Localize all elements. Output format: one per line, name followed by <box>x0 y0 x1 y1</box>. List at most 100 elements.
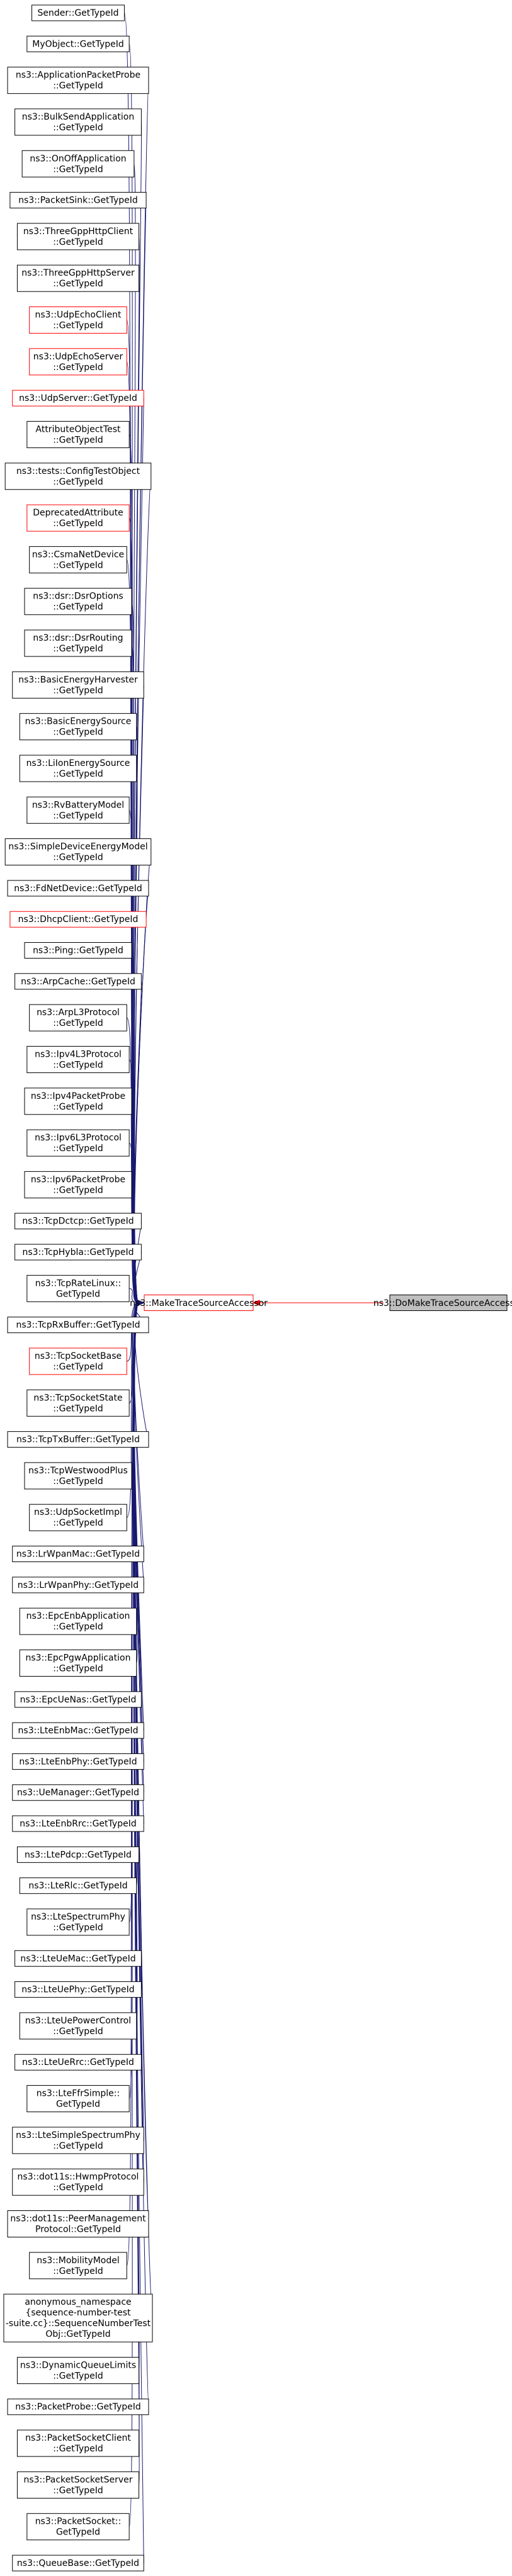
caller-node[interactable]: ns3::SimpleDeviceEnergyModel::GetTypeId <box>4 838 152 866</box>
caller-node-label: ::GetTypeId <box>53 321 103 331</box>
caller-node[interactable]: ns3::LiIonEnergySource::GetTypeId <box>19 755 137 782</box>
caller-node[interactable]: ns3::LteSimpleSpectrumPhy::GetTypeId <box>12 2127 144 2154</box>
caller-node[interactable]: ns3::PacketSink::GetTypeId <box>9 192 147 209</box>
caller-node[interactable]: ns3::TcpWestwoodPlus::GetTypeId <box>24 1462 132 1490</box>
caller-node[interactable]: ns3::LteFfrSimple::GetTypeId <box>26 2085 130 2113</box>
caller-node-box <box>26 1129 130 1157</box>
caller-node-label: ::GetTypeId <box>53 2444 103 2454</box>
caller-node[interactable]: ns3::Ipv6L3Protocol::GetTypeId <box>26 1129 130 1157</box>
caller-node[interactable]: Sender::GetTypeId <box>31 4 125 21</box>
caller-node[interactable]: ns3::UdpEchoClient::GetTypeId <box>29 307 127 334</box>
caller-node-label: ::GetTypeId <box>53 2027 103 2037</box>
caller-node[interactable]: ns3::LteEnbRrc::GetTypeId <box>12 1815 144 1832</box>
caller-node[interactable]: ns3::LteUeMac::GetTypeId <box>14 1950 142 1967</box>
caller-node[interactable]: ns3::PacketProbe::GetTypeId <box>7 2399 149 2416</box>
caller-node[interactable]: ns3::TcpRxBuffer::GetTypeId <box>7 1317 149 1334</box>
caller-node[interactable]: ns3::EpcEnbApplication::GetTypeId <box>19 1607 137 1635</box>
target-node[interactable]: ns3::DoMakeTraceSourceAccessor <box>373 1295 512 1311</box>
caller-node-label: ns3::QueueBase::GetTypeId <box>17 2558 139 2568</box>
caller-node[interactable]: ns3::CsmaNetDevice::GetTypeId <box>29 546 127 573</box>
caller-node-label: GetTypeId <box>56 1289 100 1299</box>
caller-node[interactable]: ns3::LteRlc::GetTypeId <box>19 1877 137 1894</box>
caller-node-label: ::GetTypeId <box>53 1185 103 1195</box>
caller-node-box <box>19 1649 137 1677</box>
caller-node[interactable]: ns3::LtePdcp::GetTypeId <box>16 1846 140 1863</box>
caller-node-label: ::GetTypeId <box>53 728 103 738</box>
caller-node[interactable]: ns3::RvBatteryModel::GetTypeId <box>26 796 130 824</box>
caller-node[interactable]: ns3::BasicEnergySource::GetTypeId <box>19 713 137 741</box>
caller-node[interactable]: ns3::LteSpectrumPhy::GetTypeId <box>26 1908 130 1936</box>
caller-node[interactable]: ns3::OnOffApplication::GetTypeId <box>21 150 135 177</box>
caller-node[interactable]: ns3::UeManager::GetTypeId <box>12 1784 144 1801</box>
caller-node[interactable]: ns3::ArpL3Protocol::GetTypeId <box>29 1004 127 1032</box>
caller-node-label: ns3::CsmaNetDevice <box>32 549 124 560</box>
caller-node[interactable]: ns3::LteEnbMac::GetTypeId <box>12 1722 144 1739</box>
caller-node[interactable]: ns3::BulkSendApplication::GetTypeId <box>14 108 142 136</box>
caller-node-label: Protocol::GetTypeId <box>35 2224 121 2234</box>
caller-node-box <box>12 1815 144 1832</box>
caller-node-label: GetTypeId <box>56 2100 100 2110</box>
caller-node[interactable]: ns3::PacketSocketClient::GetTypeId <box>16 2429 140 2457</box>
caller-node[interactable]: ns3::dot11s::PeerManagementProtocol::Get… <box>7 2210 149 2237</box>
caller-node-label: ns3::LteEnbRrc::GetTypeId <box>20 1819 136 1829</box>
caller-node[interactable]: ns3::QueueBase::GetTypeId <box>12 2555 144 2572</box>
caller-node[interactable]: ns3::LteEnbPhy::GetTypeId <box>12 1753 144 1770</box>
caller-node[interactable]: anonymous_namespace{sequence-number-test… <box>3 2293 153 2343</box>
caller-node-box <box>19 713 137 741</box>
caller-node[interactable]: ns3::TcpHybla::GetTypeId <box>14 1244 142 1261</box>
caller-node[interactable]: ns3::LteUePowerControl::GetTypeId <box>19 2012 137 2040</box>
caller-node[interactable]: ns3::LrWpanMac::GetTypeId <box>12 1546 144 1563</box>
caller-node[interactable]: ns3::Ping::GetTypeId <box>24 942 132 959</box>
caller-node-box <box>3 2293 153 2343</box>
caller-node[interactable]: ns3::LrWpanPhy::GetTypeId <box>12 1577 144 1594</box>
caller-node[interactable]: ns3::ThreeGppHttpServer::GetTypeId <box>16 264 140 292</box>
caller-node-box <box>16 1846 140 1863</box>
caller-node-box <box>26 1389 130 1417</box>
caller-node[interactable]: ns3::UdpEchoServer::GetTypeId <box>29 348 127 376</box>
caller-node[interactable]: ns3::tests::ConfigTestObject::GetTypeId <box>4 463 152 490</box>
caller-node[interactable]: MyObject::GetTypeId <box>26 35 130 52</box>
caller-node[interactable]: ns3::ApplicationPacketProbe::GetTypeId <box>7 67 149 94</box>
caller-node[interactable]: ns3::PacketSocketServer::GetTypeId <box>16 2471 140 2499</box>
caller-node-box <box>26 2513 130 2541</box>
caller-node[interactable]: ns3::UdpServer::GetTypeId <box>12 390 144 407</box>
caller-node[interactable]: ns3::UdpSocketImpl::GetTypeId <box>29 1504 127 1531</box>
caller-node[interactable]: ns3::TcpSocketBase::GetTypeId <box>29 1347 127 1375</box>
caller-node[interactable]: ns3::ThreeGppHttpClient::GetTypeId <box>16 223 140 250</box>
caller-node[interactable]: ns3::TcpDctcp::GetTypeId <box>14 1213 142 1230</box>
caller-node-label: GetTypeId <box>56 2528 100 2538</box>
caller-node-label: ns3::LrWpanMac::GetTypeId <box>16 1550 140 1560</box>
caller-node[interactable]: ns3::Ipv4PacketProbe::GetTypeId <box>24 1088 132 1115</box>
middle-node-box <box>144 1295 254 1311</box>
caller-node[interactable]: ns3::PacketSocket::GetTypeId <box>26 2513 130 2541</box>
caller-node-box <box>12 1784 144 1801</box>
caller-node-box <box>24 942 132 959</box>
caller-node[interactable]: ns3::TcpRateLinux::GetTypeId <box>26 1274 130 1302</box>
caller-node-label: ns3::LteFfrSimple:: <box>37 2089 120 2099</box>
caller-node[interactable]: ns3::BasicEnergyHarvester::GetTypeId <box>12 671 144 699</box>
caller-node[interactable]: ns3::Ipv4L3Protocol::GetTypeId <box>26 1045 130 1073</box>
call-edge <box>133 1302 144 2563</box>
caller-node[interactable]: ns3::TcpSocketState::GetTypeId <box>26 1389 130 1417</box>
caller-node[interactable]: ns3::FdNetDevice::GetTypeId <box>7 880 149 897</box>
caller-node[interactable]: ns3::LteUeRrc::GetTypeId <box>14 2054 142 2071</box>
caller-node[interactable]: ns3::EpcUeNas::GetTypeId <box>14 1691 142 1708</box>
caller-node-label: ns3::UeManager::GetTypeId <box>17 1788 139 1798</box>
caller-node[interactable]: ns3::Ipv6PacketProbe::GetTypeId <box>24 1171 132 1198</box>
caller-node[interactable]: ns3::DhcpClient::GetTypeId <box>9 911 147 928</box>
caller-node-box <box>14 1244 142 1261</box>
caller-node[interactable]: ns3::TcpTxBuffer::GetTypeId <box>7 1431 149 1448</box>
caller-node[interactable]: ns3::EpcPgwApplication::GetTypeId <box>19 1649 137 1677</box>
caller-node-box <box>26 1045 130 1073</box>
middle-node[interactable]: ns3::MakeTraceSourceAccessor <box>130 1295 268 1311</box>
caller-node[interactable]: ns3::dsr::DsrRouting::GetTypeId <box>24 629 132 657</box>
caller-node[interactable]: AttributeObjectTest::GetTypeId <box>26 420 130 448</box>
caller-node[interactable]: ns3::DynamicQueueLimits::GetTypeId <box>16 2356 140 2384</box>
caller-node[interactable]: ns3::LteUePhy::GetTypeId <box>14 1981 142 1998</box>
caller-node[interactable]: ns3::dsr::DsrOptions::GetTypeId <box>24 588 132 616</box>
caller-node[interactable]: DeprecatedAttribute::GetTypeId <box>26 504 130 532</box>
caller-node[interactable]: ns3::ArpCache::GetTypeId <box>14 973 142 990</box>
caller-node[interactable]: ns3::dot11s::HwmpProtocol::GetTypeId <box>12 2168 144 2196</box>
caller-node-box <box>29 546 127 573</box>
caller-node[interactable]: ns3::MobilityModel::GetTypeId <box>29 2252 127 2280</box>
